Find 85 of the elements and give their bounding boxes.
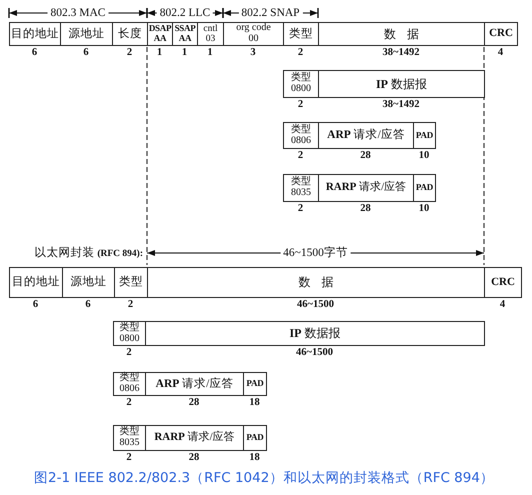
field-cell: CRC (484, 267, 522, 298)
field-value: 8035 (120, 438, 140, 449)
field-name: org code (236, 23, 271, 34)
field-cell (283, 122, 319, 149)
field-name: DSAP (148, 24, 172, 34)
field-cell (283, 70, 319, 98)
field-cell: IP 数据报 (318, 70, 485, 98)
field-cell: PAD (243, 425, 267, 451)
size-label: 6 (83, 47, 89, 58)
caption: 图2-1 IEEE 802.2/802.3（RFC 1042）和以太网的封装格式（RFC 894） (34, 470, 494, 487)
field-value: 0800 (120, 334, 140, 344)
field-cell: ARP 请求/应答 (318, 122, 414, 149)
field-name: cntl (203, 24, 218, 34)
field-cell: 类型 (283, 22, 319, 46)
size-label: 28 (360, 203, 371, 214)
field-cell (197, 22, 224, 46)
field-value: AA (178, 34, 192, 44)
size-label: 2 (298, 99, 304, 110)
field-cell (283, 174, 319, 202)
size-label: 10 (418, 150, 430, 161)
field-cell (113, 425, 146, 451)
field-cell (147, 22, 173, 46)
size-label: 10 (418, 203, 430, 214)
size-label: 18 (249, 452, 260, 463)
field-cell (113, 372, 146, 396)
field-value: 0800 (291, 84, 311, 95)
field-value: 00 (248, 34, 258, 45)
field-name: 类型 (120, 427, 140, 438)
field-cell: RARP 请求/应答 (318, 174, 414, 202)
size-label: 38~1492 (382, 99, 420, 110)
field-cell: 类型 (114, 267, 148, 298)
field-name: 类型 (120, 373, 140, 384)
field-name: 类型 (291, 177, 311, 188)
size-label: 46~1500 (296, 347, 333, 358)
field-cell: 目的地址 (9, 22, 61, 46)
size-label: 2 (126, 452, 132, 463)
size-label: 2 (126, 397, 132, 408)
field-cell (113, 321, 146, 346)
size-label: 2 (298, 150, 304, 161)
size-label: 3 (250, 47, 256, 58)
field-value: 0806 (291, 136, 311, 146)
field-cell: PAD (243, 372, 267, 396)
size-label: 6 (32, 47, 38, 58)
field-name: 类型 (291, 124, 311, 136)
size-label: 2 (126, 347, 132, 358)
field-cell: RARP 请求/应答 (145, 425, 244, 451)
size-label: 38~1492 (382, 47, 420, 58)
field-cell: 目的地址 (9, 267, 63, 298)
size-label: 4 (500, 299, 506, 310)
size-label: 1 (156, 47, 162, 58)
field-value: AA (154, 34, 166, 44)
field-value: 03 (206, 34, 216, 44)
field-cell: ARP 请求/应答 (145, 372, 244, 396)
size-label: 28 (188, 452, 200, 463)
field-cell: 长度 (112, 22, 148, 46)
size-label: 2 (298, 203, 304, 214)
size-label: 28 (188, 397, 200, 408)
field-name: SSAP (174, 24, 196, 34)
size-label: 2 (126, 47, 132, 58)
field-name: 类型 (291, 73, 311, 84)
field-cell: PAD (413, 122, 436, 149)
field-cell: PAD (413, 174, 436, 202)
size-label: 28 (360, 150, 371, 161)
size-label: 6 (32, 299, 38, 310)
field-value: 0806 (120, 384, 140, 395)
field-cell: 源地址 (62, 267, 115, 298)
field-cell: IP 数据报 (145, 321, 485, 346)
size-label: 4 (498, 47, 504, 58)
size-label: 46~1500 (297, 299, 334, 310)
field-cell (223, 22, 284, 46)
dimension-label: 46~1500字节 (280, 246, 351, 260)
size-label: 1 (182, 47, 188, 58)
size-label: 2 (128, 299, 134, 310)
field-cell: 数据 (318, 22, 485, 46)
field-name: 类型 (120, 322, 140, 334)
field-cell: CRC (484, 22, 518, 46)
field-value: 8035 (291, 188, 311, 199)
field-cell (172, 22, 198, 46)
field-cell: 源地址 (60, 22, 113, 46)
field-cell: 数据 (147, 267, 485, 298)
section-label: 以太网封装 (RFC 894): (34, 246, 143, 261)
size-label: 2 (298, 47, 304, 58)
size-label: 6 (85, 299, 91, 310)
size-label: 18 (249, 397, 260, 408)
size-label: 1 (207, 47, 213, 58)
